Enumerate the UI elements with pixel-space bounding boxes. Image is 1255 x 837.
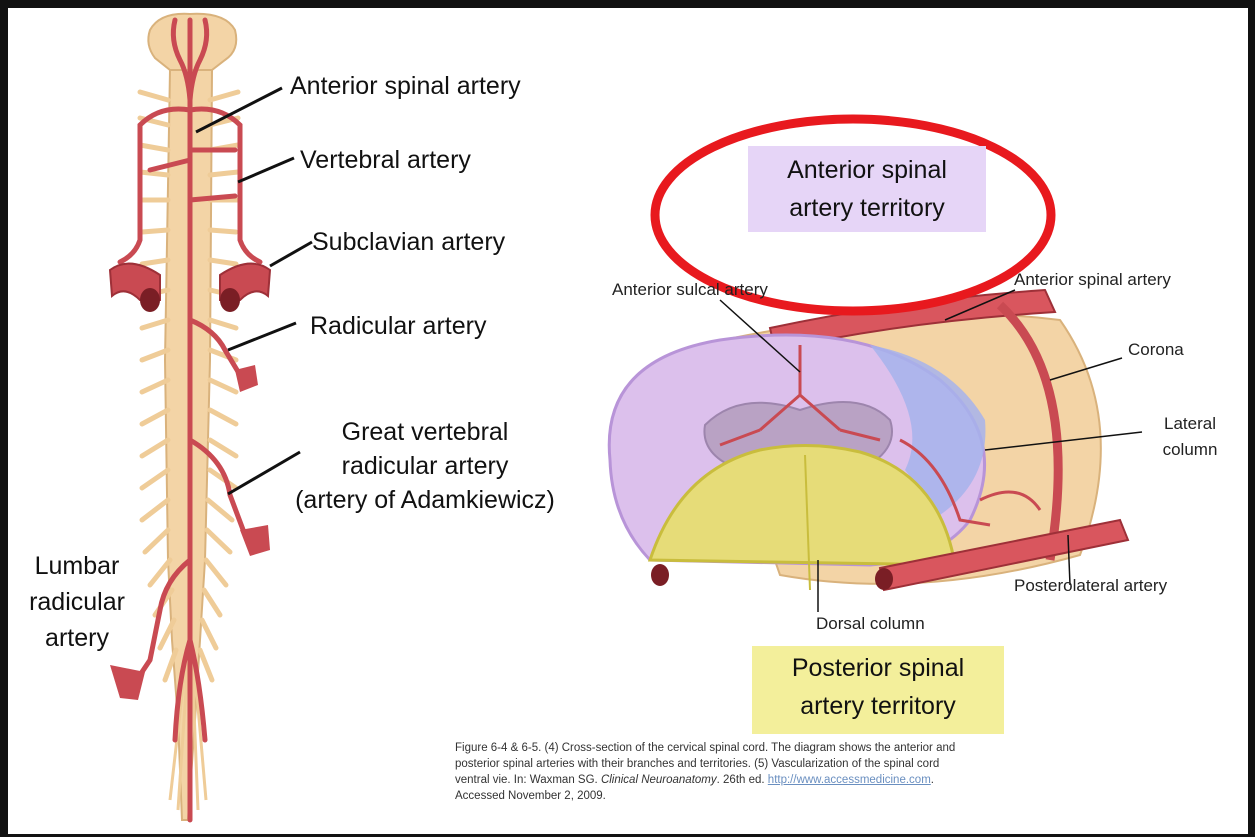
caption-line3: ventral vie. In: Waxman SG. Clinical Neu… bbox=[455, 772, 1215, 788]
label-radicular-artery: Radicular artery bbox=[310, 312, 486, 341]
label-posterior-territory-line1: Posterior spinal bbox=[752, 654, 1004, 683]
label-anterior-spinal-artery-left: Anterior spinal artery bbox=[290, 72, 521, 101]
cross-section-spinal-cord bbox=[609, 290, 1128, 590]
caption-line1: Figure 6-4 & 6-5. (4) Cross-section of t… bbox=[455, 740, 1215, 756]
caption-line3-suffix: . bbox=[931, 774, 934, 786]
label-subclavian-artery: Subclavian artery bbox=[312, 228, 505, 257]
label-lumbar-line3: artery bbox=[12, 624, 142, 653]
label-lateral-column-line2: column bbox=[1140, 440, 1240, 460]
label-dorsal-column: Dorsal column bbox=[816, 614, 925, 634]
caption-line3-prefix: ventral vie. In: Waxman SG. bbox=[455, 774, 601, 786]
label-posterolateral-artery: Posterolateral artery bbox=[1014, 576, 1167, 596]
label-anterior-spinal-artery-right: Anterior spinal artery bbox=[1014, 270, 1171, 290]
caption-book-title: Clinical Neuroanatomy bbox=[601, 774, 717, 786]
label-lumbar-line1: Lumbar bbox=[12, 552, 142, 581]
label-great-vertebral-line1: Great vertebral bbox=[270, 418, 580, 447]
label-lumbar-line2: radicular bbox=[12, 588, 142, 617]
figure-caption: Figure 6-4 & 6-5. (4) Cross-section of t… bbox=[455, 740, 1215, 804]
label-corona: Corona bbox=[1128, 340, 1184, 360]
longitudinal-spinal-cord bbox=[110, 14, 270, 820]
label-anterior-sulcal-artery: Anterior sulcal artery bbox=[612, 280, 768, 300]
label-great-vertebral-line2: radicular artery bbox=[270, 452, 580, 481]
label-great-vertebral-line3: (artery of Adamkiewicz) bbox=[262, 486, 588, 515]
label-anterior-territory-line2: artery territory bbox=[748, 194, 986, 223]
label-anterior-territory-line1: Anterior spinal bbox=[748, 156, 986, 185]
caption-line2: posterior spinal arteries with their bra… bbox=[455, 756, 1215, 772]
caption-link[interactable]: http://www.accessmedicine.com bbox=[768, 774, 931, 786]
caption-edition: . 26th ed. bbox=[717, 774, 768, 786]
label-lateral-column-line1: Lateral bbox=[1140, 414, 1240, 434]
label-posterior-territory-line2: artery territory bbox=[752, 692, 1004, 721]
label-vertebral-artery: Vertebral artery bbox=[300, 146, 471, 175]
caption-line4: Accessed November 2, 2009. bbox=[455, 788, 1215, 804]
